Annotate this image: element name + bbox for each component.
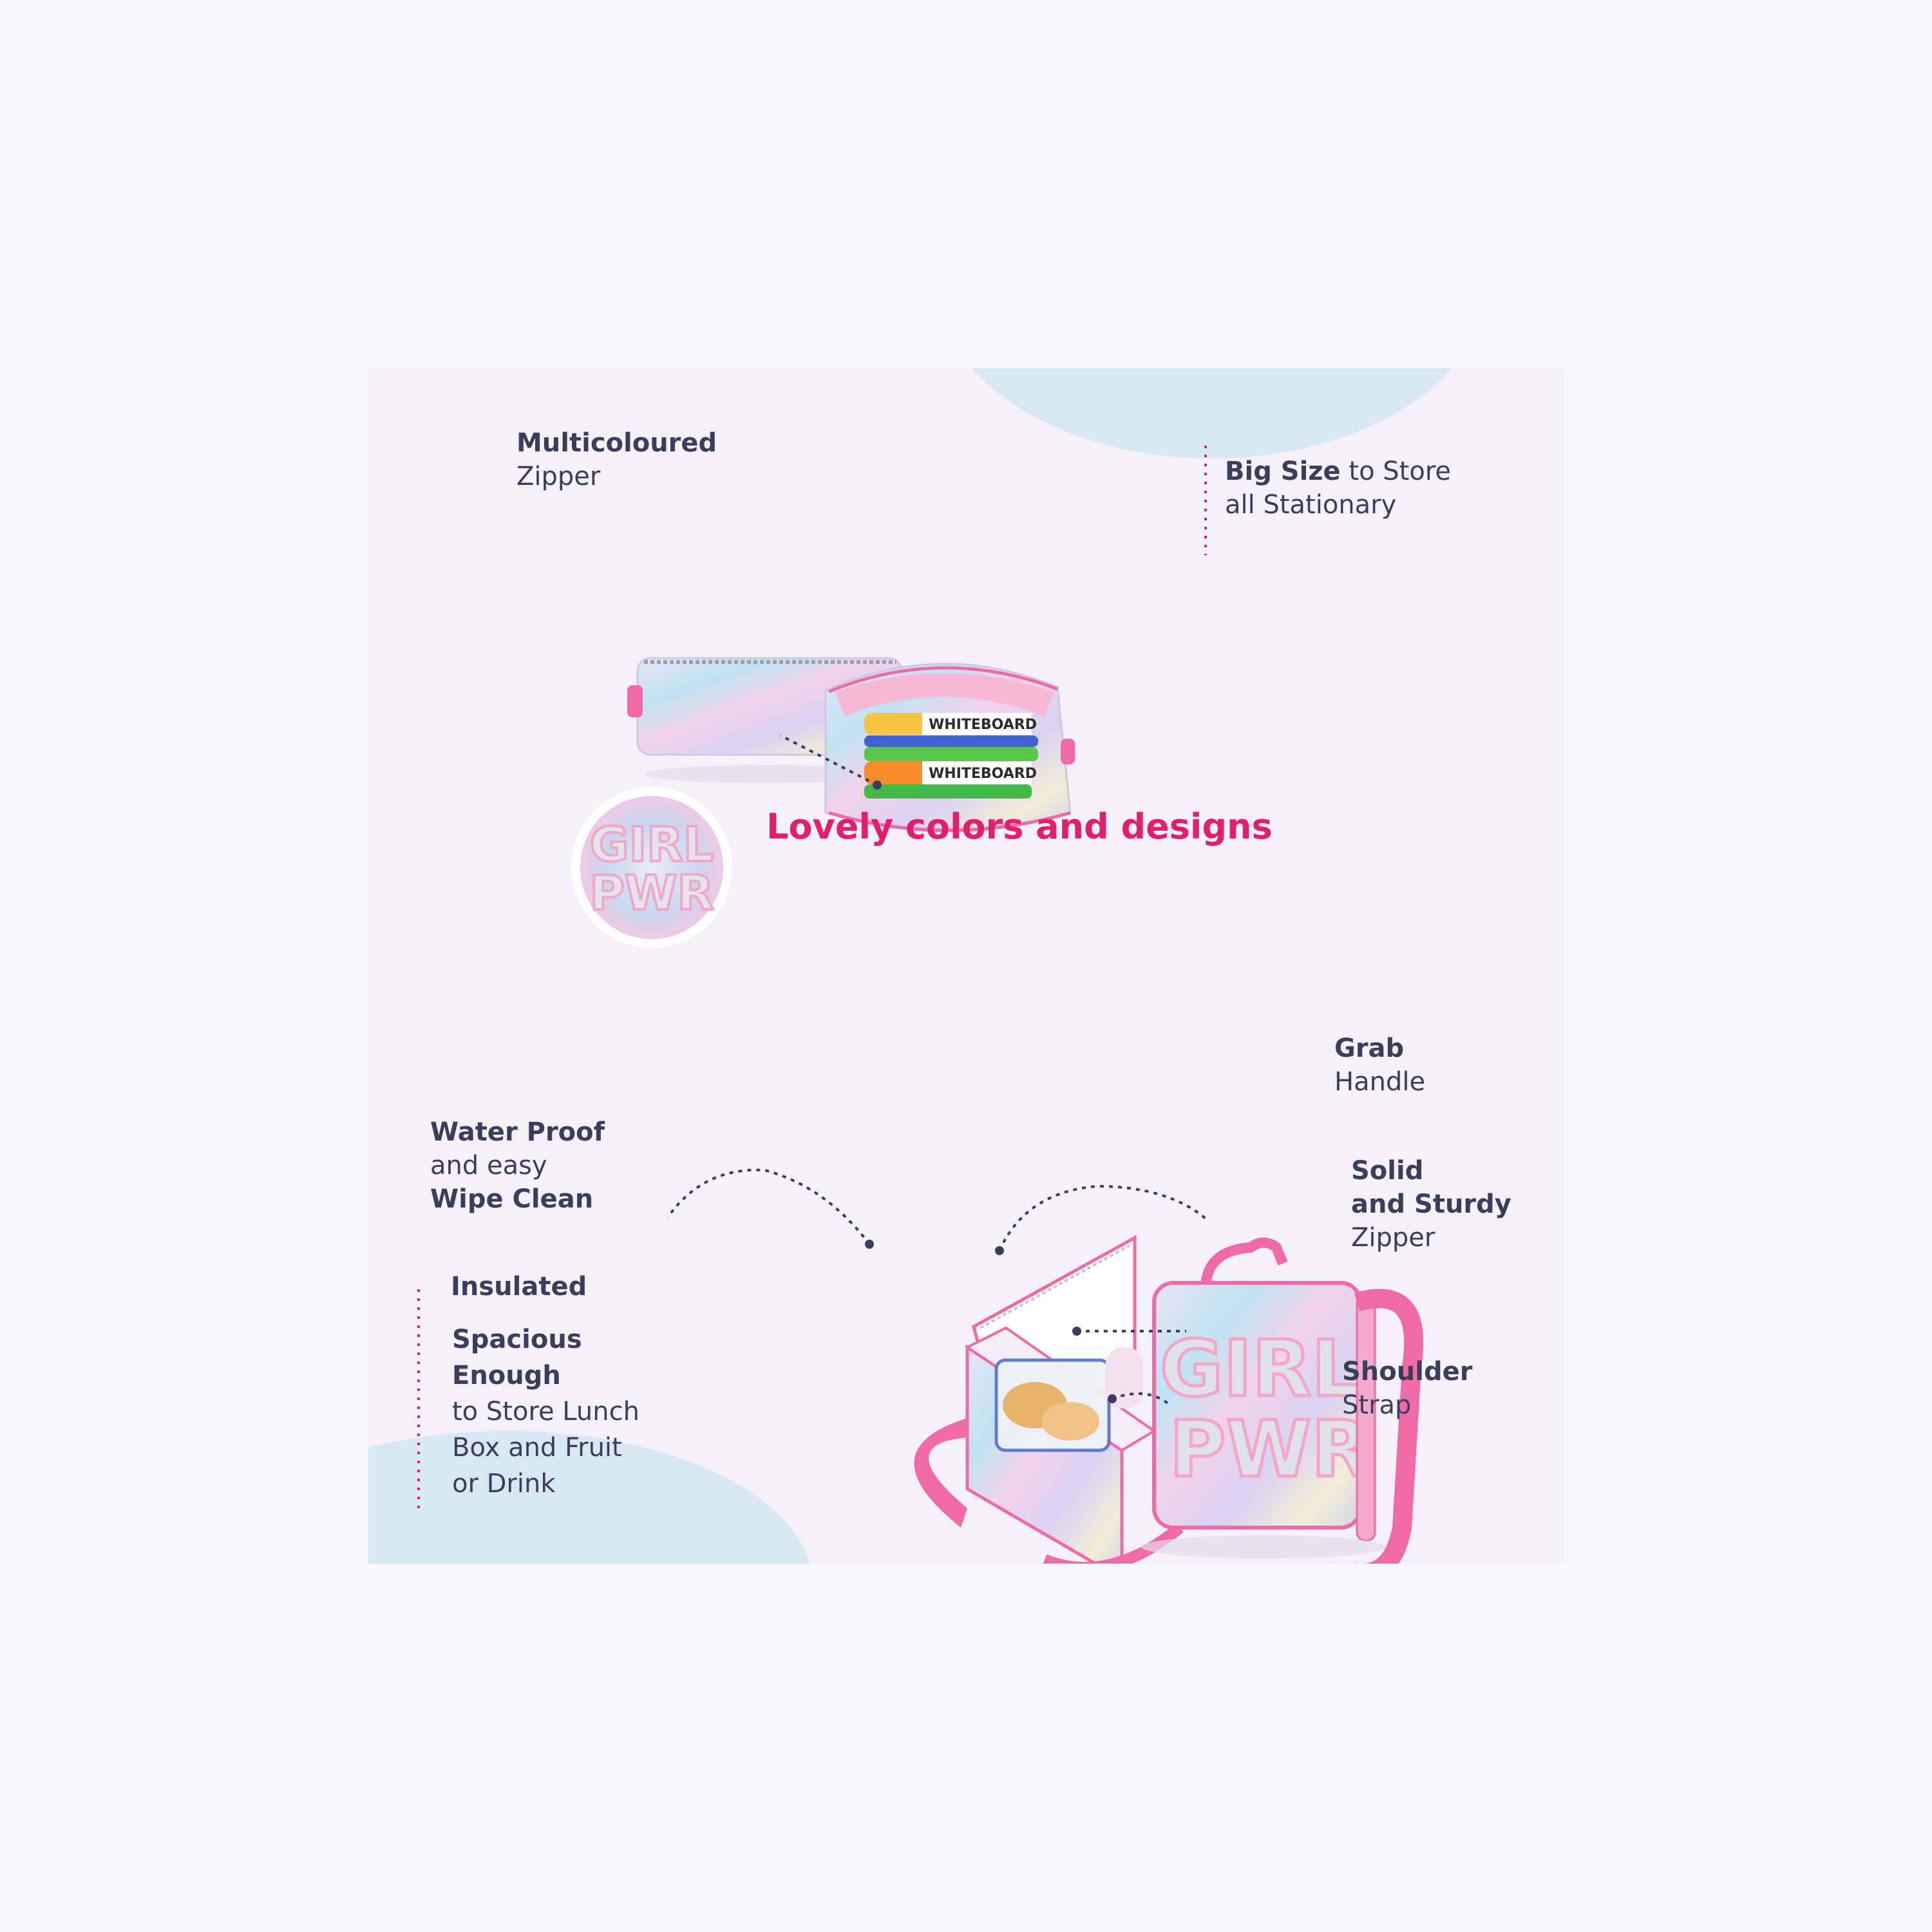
product-card: WHITEBOARD WHITEBOARD GIRL PWR: [368, 368, 1564, 1564]
girl-pwr-patch: GIRL PWR: [571, 787, 732, 948]
illustration: WHITEBOARD WHITEBOARD GIRL PWR: [571, 657, 1424, 1564]
label-solid-sturdy-zipper: Solid and Sturdy Zipper: [1351, 1156, 1511, 1253]
label-big-size: Big Size to Store all Stationary: [1225, 457, 1451, 520]
marker-label-1: WHITEBOARD: [929, 717, 1037, 733]
marker-label-2: WHITEBOARD: [929, 766, 1037, 782]
label-water-proof: Water Proof and easy Wipe Clean: [430, 1117, 605, 1214]
pink-accents: [417, 446, 1207, 1508]
lunch-bag-closed: GIRL PWR: [1141, 1237, 1424, 1564]
annotation-lines: [667, 734, 1207, 1406]
annotation-dots: [865, 781, 1117, 1403]
label-shoulder-strap: Shoulder Strap: [1342, 1357, 1473, 1420]
pencil-case-open: WHITEBOARD WHITEBOARD: [824, 663, 1075, 832]
bag-text-line2: PWR: [1170, 1405, 1371, 1495]
label-grab-handle: Grab Handle: [1334, 1034, 1426, 1097]
patch-text-line2: PWR: [590, 866, 714, 921]
patch-text-line1: GIRL: [590, 817, 714, 873]
label-insulated: Insulated: [451, 1272, 587, 1302]
lunch-bag-open: [914, 1235, 1184, 1564]
bag-text-line1: GIRL: [1160, 1325, 1361, 1414]
label-spacious: Spacious Enough to Store Lunch Box and F…: [452, 1325, 639, 1499]
heading-lovely-colors: Lovely colors and designs: [766, 806, 1273, 847]
label-multicoloured-zipper: Multicoloured Zipper: [516, 428, 717, 491]
